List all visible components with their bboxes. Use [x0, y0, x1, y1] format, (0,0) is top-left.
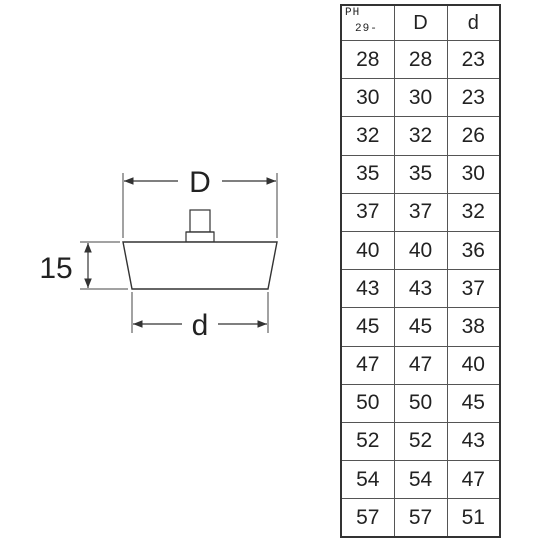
cell-d: 30	[446, 154, 501, 194]
stopper-body	[122, 241, 278, 290]
D-dimension-label: D	[189, 166, 211, 199]
cell-d: 23	[446, 78, 501, 118]
header-ph-prefix: PH	[345, 7, 361, 19]
header-D: D	[393, 4, 448, 41]
cell-ph: 40	[340, 230, 395, 271]
cell-D: 52	[393, 421, 448, 462]
cell-D: 54	[393, 460, 448, 500]
cell-d: 38	[446, 307, 501, 347]
cell-d: 51	[446, 498, 501, 538]
header-d: d	[446, 4, 501, 41]
stopper-stem	[189, 209, 211, 233]
cell-d: 26	[446, 116, 501, 156]
cell-ph: 45	[340, 307, 395, 347]
cell-d: 45	[446, 383, 501, 423]
cell-ph: 43	[340, 269, 395, 309]
cell-ph: 37	[340, 192, 395, 232]
cell-ph: 35	[340, 154, 395, 194]
cell-d: 43	[446, 421, 501, 462]
cell-ph: 50	[340, 383, 395, 423]
stopper-stem-base	[185, 231, 215, 243]
cell-d: 40	[446, 345, 501, 385]
cell-D: 35	[393, 154, 448, 194]
cell-D: 32	[393, 116, 448, 156]
cell-D: 57	[393, 498, 448, 538]
header-ph: PH 29-	[340, 4, 395, 41]
cell-D: 30	[393, 78, 448, 118]
cell-ph: 28	[340, 39, 395, 80]
stopper-diagram: D 15 d	[39, 166, 278, 342]
cell-D: 28	[393, 39, 448, 80]
cell-D: 47	[393, 345, 448, 385]
table-header-row: PH 29- D d	[340, 4, 501, 41]
cell-D: 45	[393, 307, 448, 347]
cell-ph: 52	[340, 421, 395, 462]
cell-ph: 32	[340, 116, 395, 156]
cell-D: 37	[393, 192, 448, 232]
cell-d: 23	[446, 39, 501, 80]
cell-D: 40	[393, 230, 448, 271]
cell-ph: 47	[340, 345, 395, 385]
cell-ph: 54	[340, 460, 395, 500]
cell-d: 32	[446, 192, 501, 232]
cell-d: 36	[446, 230, 501, 271]
d-dimension-label: d	[192, 309, 209, 342]
cell-D: 43	[393, 269, 448, 309]
cell-d: 37	[446, 269, 501, 309]
height-dimension-label: 15	[39, 252, 72, 285]
cell-ph: 30	[340, 78, 395, 118]
cell-d: 47	[446, 460, 501, 500]
cell-D: 50	[393, 383, 448, 423]
cell-ph: 57	[340, 498, 395, 538]
header-ph-series: 29-	[355, 23, 378, 35]
